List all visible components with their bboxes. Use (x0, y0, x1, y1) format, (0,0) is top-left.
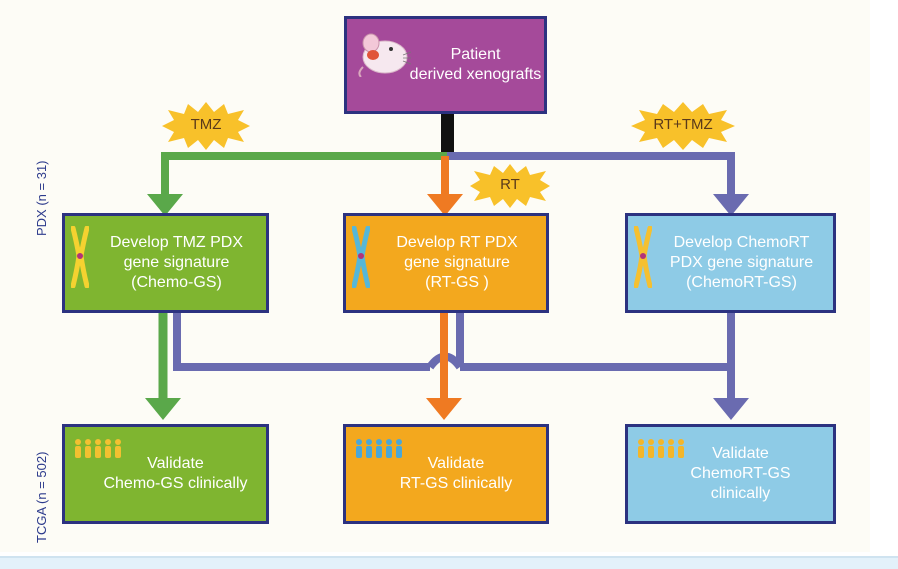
rt-label: RT (500, 176, 520, 193)
develop-chemo-gs-box: Develop TMZ PDX gene signature (Chemo-GS… (62, 213, 269, 313)
green-connector (161, 152, 447, 196)
footer-band (0, 558, 898, 569)
blue-validate-arrow-head (713, 398, 749, 420)
validate-rt-gs-text: Validate RT-GS clinically (399, 455, 513, 492)
top-box-line1: Patient (450, 46, 501, 63)
people-group-icon (354, 437, 406, 465)
tcga-axis-label: TCGA (n = 502) (34, 451, 49, 543)
chromosome-icon (351, 225, 371, 294)
validate-chemo-gs-text: Validate Chemo-GS clinically (103, 455, 248, 492)
validate-chemort-gs-box: Validate ChemoRT-GS clinically (625, 424, 836, 524)
develop-rt-gs-box: Develop RT PDX gene signature (RT-GS ) (343, 213, 549, 313)
develop-chemort-gs-text: Develop ChemoRT PDX gene signature (Chem… (669, 234, 814, 291)
cross-connector-left (173, 312, 430, 371)
chromosome-icon (633, 225, 653, 294)
rt-tmz-label: RT+TMZ (653, 116, 713, 133)
stem-connector (441, 112, 454, 156)
chromosome-icon (70, 225, 90, 294)
green-arrow-head (147, 194, 183, 216)
develop-rt-gs-text: Develop RT PDX gene signature (RT-GS ) (396, 234, 518, 291)
mouse-icon (355, 27, 412, 78)
develop-chemo-gs-text: Develop TMZ PDX gene signature (Chemo-GS… (109, 234, 244, 291)
orange-arrow-head (427, 194, 463, 216)
orange-validate-arrow-head (426, 398, 462, 420)
blue-connector (447, 152, 735, 196)
people-group-icon (73, 437, 125, 465)
tmz-starburst (162, 102, 250, 150)
divider (0, 556, 898, 558)
develop-chemort-gs-box: Develop ChemoRT PDX gene signature (Chem… (625, 213, 836, 313)
validate-chemort-gs-text: Validate ChemoRT-GS clinically (690, 445, 791, 502)
blue-arrow-head (713, 194, 749, 216)
pdx-axis-label: PDX (n = 31) (34, 160, 49, 236)
rt-starburst (470, 164, 550, 208)
green-validate-arrow-head (145, 398, 181, 420)
cross-connector-right (460, 363, 735, 400)
tmz-label: TMZ (190, 116, 222, 133)
validate-rt-gs-box: Validate RT-GS clinically (343, 424, 549, 524)
top-box-line2: derived xenografts (409, 66, 542, 83)
pdx-source-box: Patient derived xenografts (344, 16, 547, 114)
rt-tmz-starburst (631, 102, 735, 150)
people-group-icon (636, 437, 688, 465)
validate-chemo-gs-box: Validate Chemo-GS clinically (62, 424, 269, 524)
